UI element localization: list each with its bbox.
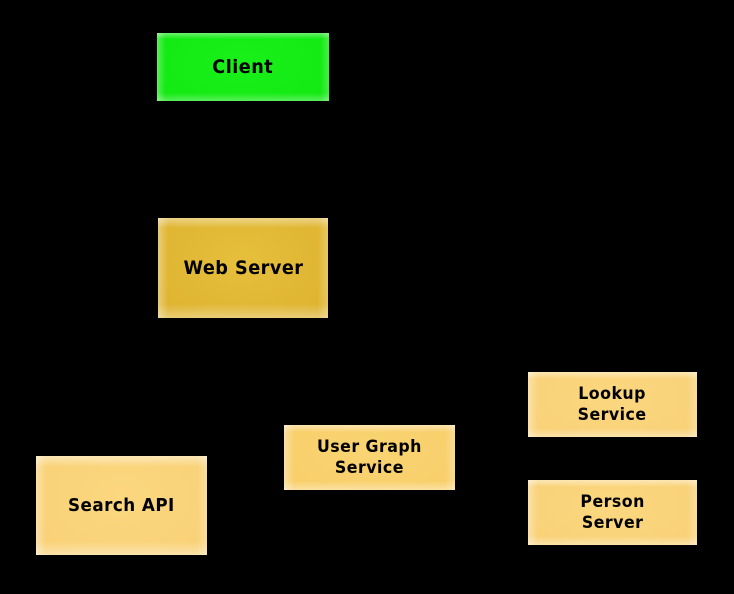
node-person-server[interactable]: Person Server: [528, 480, 697, 545]
node-search-api-label: Search API: [68, 494, 175, 516]
node-person-server-label: Person Server: [580, 492, 645, 533]
node-web-server-label: Web Server: [183, 256, 303, 279]
node-search-api[interactable]: Search API: [36, 456, 207, 555]
node-web-server[interactable]: Web Server: [158, 218, 328, 318]
node-lookup-service-label: Lookup Service: [578, 384, 647, 425]
node-client-label: Client: [212, 55, 274, 78]
node-user-graph-service[interactable]: User Graph Service: [284, 425, 455, 490]
node-client[interactable]: Client: [157, 33, 329, 101]
node-lookup-service[interactable]: Lookup Service: [528, 372, 697, 437]
node-user-graph-service-label: User Graph Service: [317, 437, 422, 478]
